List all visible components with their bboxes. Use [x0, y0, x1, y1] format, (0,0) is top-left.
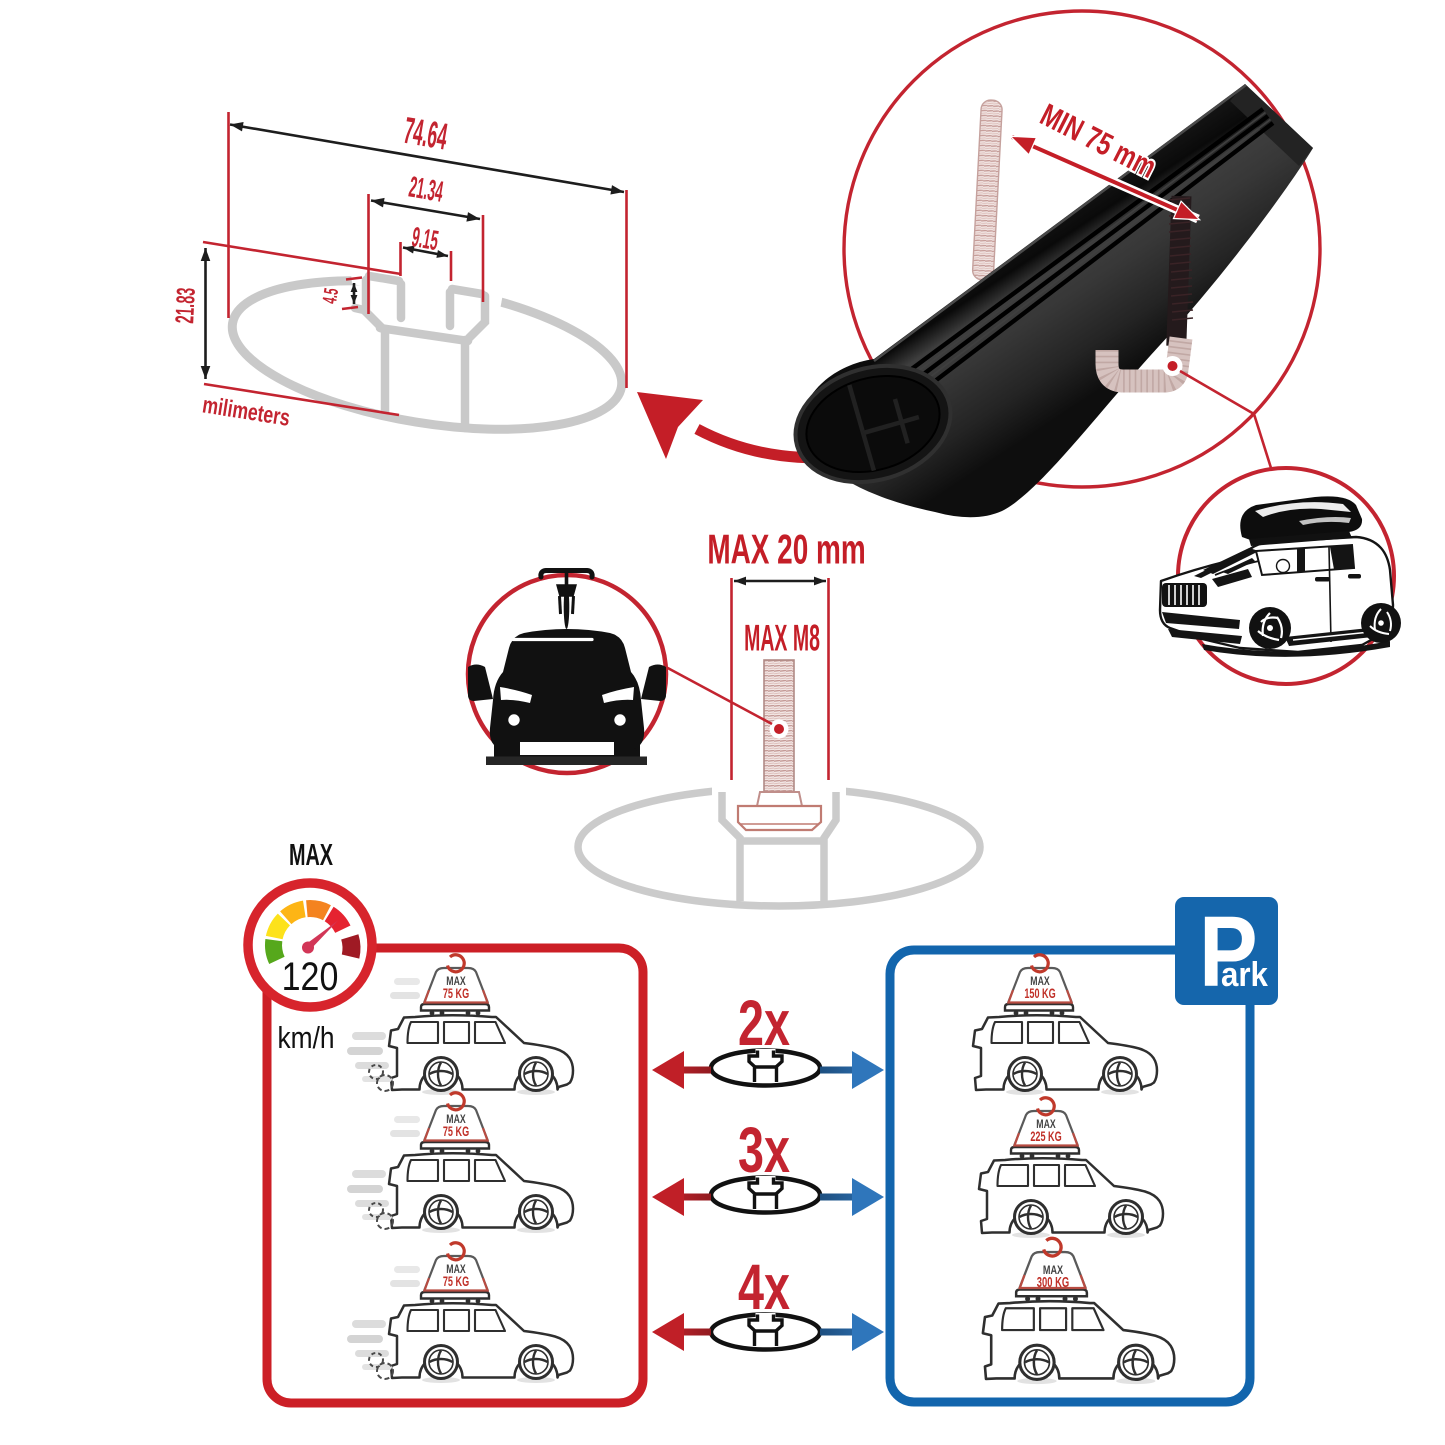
svg-text:300 KG: 300 KG: [1037, 1274, 1069, 1291]
svg-text:9.15: 9.15: [410, 221, 441, 257]
svg-text:MAX: MAX: [446, 1264, 466, 1276]
svg-text:P: P: [1199, 896, 1258, 1007]
svg-text:120: 120: [282, 953, 339, 998]
svg-text:75 KG: 75 KG: [443, 1273, 469, 1290]
svg-text:75 KG: 75 KG: [443, 1123, 469, 1140]
svg-text:3x: 3x: [738, 1114, 790, 1186]
svg-text:MAX: MAX: [446, 1114, 466, 1126]
svg-text:225 KG: 225 KG: [1030, 1128, 1061, 1145]
svg-text:74.64: 74.64: [401, 111, 451, 159]
svg-text:150 KG: 150 KG: [1024, 985, 1055, 1002]
svg-text:21.83: 21.83: [171, 287, 201, 324]
svg-text:ark: ark: [1221, 955, 1269, 994]
svg-text:MAX: MAX: [289, 836, 334, 872]
svg-text:MAX M8: MAX M8: [744, 618, 820, 659]
svg-text:MAX 20 mm: MAX 20 mm: [707, 526, 865, 573]
svg-text:4x: 4x: [738, 1251, 790, 1323]
svg-text:MAX: MAX: [1030, 976, 1050, 988]
svg-text:75 KG: 75 KG: [443, 985, 469, 1002]
svg-text:21.34: 21.34: [407, 170, 446, 209]
svg-text:MAX: MAX: [1036, 1119, 1056, 1131]
svg-text:MAX: MAX: [1043, 1264, 1063, 1278]
svg-text:MAX: MAX: [446, 976, 466, 988]
svg-text:km/h: km/h: [277, 1021, 334, 1055]
svg-text:4.5: 4.5: [319, 287, 344, 306]
svg-text:2x: 2x: [738, 987, 790, 1059]
